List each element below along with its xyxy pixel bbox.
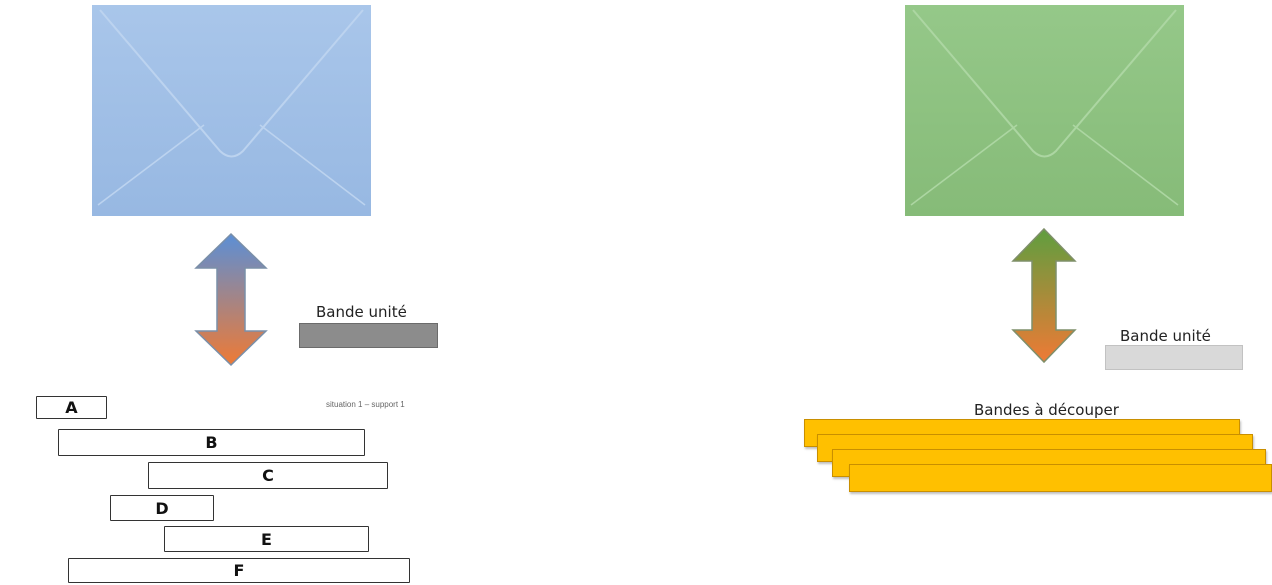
- unit-strip-left: [299, 323, 438, 348]
- double-arrow-blue-orange: [194, 232, 268, 367]
- strip-c: C: [148, 462, 388, 489]
- strip-f: F: [68, 558, 410, 583]
- unit-strip-right: [1105, 345, 1243, 370]
- unit-strip-label-left: Bande unité: [316, 303, 407, 321]
- strip-b: B: [58, 429, 365, 456]
- blue-envelope: [92, 5, 371, 216]
- yellow-strip-4: [849, 464, 1272, 492]
- strips-to-cut-title: Bandes à découper: [974, 401, 1119, 419]
- strip-d: D: [110, 495, 214, 521]
- green-envelope: [905, 5, 1184, 216]
- strip-e: E: [164, 526, 369, 552]
- unit-strip-label-right: Bande unité: [1120, 327, 1211, 345]
- situation-caption: situation 1 – support 1: [326, 400, 405, 409]
- double-arrow-green-orange: [1011, 227, 1077, 364]
- strip-a: A: [36, 396, 107, 419]
